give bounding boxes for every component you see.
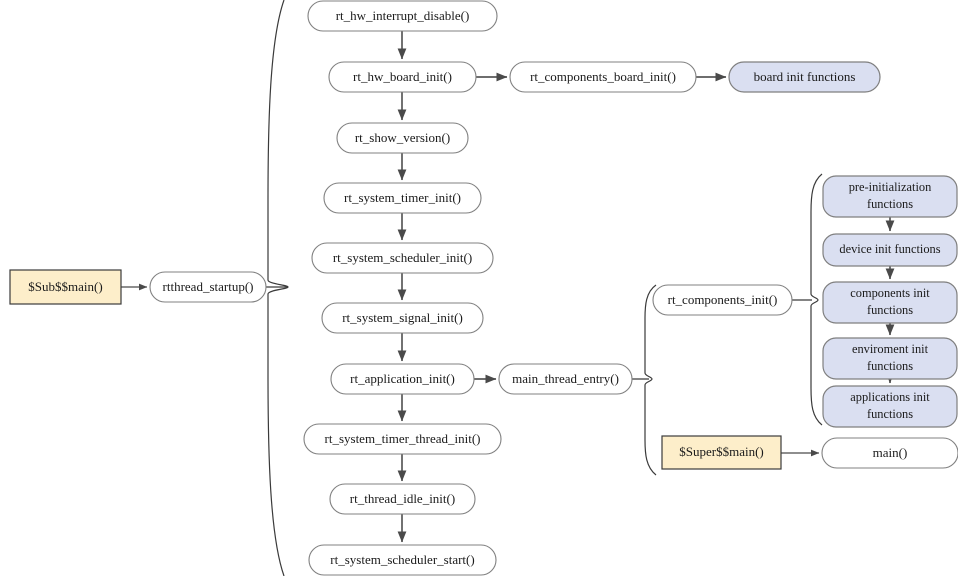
node-super-main-label: $Super$$main() [679, 444, 763, 459]
node-device-init-functions[interactable]: device init functions [822, 233, 958, 267]
node-rt-system-scheduler-start-label: rt_system_scheduler_start() [330, 552, 474, 567]
node-components-init-functions-label-line2: functions [867, 303, 913, 317]
node-main-thread-entry-label: main_thread_entry() [512, 371, 619, 386]
node-rt-hw-interrupt-disable-label: rt_hw_interrupt_disable() [336, 8, 470, 23]
node-device-init-functions-label: device init functions [839, 242, 940, 256]
node-rt-components-init[interactable]: rt_components_init() [652, 284, 793, 316]
node-main-function[interactable]: main() [821, 437, 958, 469]
brace-layer [267, 0, 823, 576]
node-rt-hw-interrupt-disable[interactable]: rt_hw_interrupt_disable() [307, 0, 498, 32]
node-sub-main-label: $Sub$$main() [28, 279, 102, 294]
node-rt-thread-idle-init[interactable]: rt_thread_idle_init() [329, 483, 476, 515]
node-applications-init-functions-label-line2: functions [867, 407, 913, 421]
node-rt-system-timer-init[interactable]: rt_system_timer_init() [323, 182, 482, 214]
node-enviroment-init-functions-label-line2: functions [867, 359, 913, 373]
node-rt-system-scheduler-init-label: rt_system_scheduler_init() [333, 250, 472, 265]
node-super-main[interactable]: $Super$$main() [661, 435, 782, 470]
node-pre-initialization-functions-label: pre-initialization [849, 180, 932, 194]
node-rt-system-scheduler-init[interactable]: rt_system_scheduler_init() [311, 242, 494, 274]
node-enviroment-init-functions-label: enviroment init [852, 342, 929, 356]
main-thread-brace [644, 284, 657, 476]
node-rt-application-init-label: rt_application_init() [350, 371, 455, 386]
startup-brace [267, 0, 289, 576]
node-applications-init-functions-label: applications init [850, 390, 930, 404]
node-applications-init-functions[interactable]: applications init functions [822, 385, 958, 428]
node-rt-system-timer-thread-init[interactable]: rt_system_timer_thread_init() [303, 423, 502, 455]
node-rt-system-timer-thread-init-label: rt_system_timer_thread_init() [325, 431, 481, 446]
node-sub-main[interactable]: $Sub$$main() [9, 269, 122, 305]
node-rt-components-board-init[interactable]: rt_components_board_init() [509, 61, 697, 93]
node-rt-show-version[interactable]: rt_show_version() [336, 122, 469, 154]
node-pre-initialization-functions-label-line2: functions [867, 197, 913, 211]
node-rt-show-version-label: rt_show_version() [355, 130, 450, 145]
node-rt-components-board-init-label: rt_components_board_init() [530, 69, 676, 84]
node-board-init-functions-label: board init functions [754, 69, 856, 84]
node-components-init-functions-label: components init [850, 286, 930, 300]
node-rt-components-init-label: rt_components_init() [668, 292, 778, 307]
node-rtthread-startup-label: rtthread_startup() [163, 279, 254, 294]
node-components-init-functions[interactable]: components init functions [822, 281, 958, 324]
node-rt-hw-board-init-label: rt_hw_board_init() [353, 69, 452, 84]
node-rtthread-startup[interactable]: rtthread_startup() [149, 271, 267, 303]
node-rt-thread-idle-init-label: rt_thread_idle_init() [350, 491, 455, 506]
node-rt-system-timer-init-label: rt_system_timer_init() [344, 190, 461, 205]
edge-layer [121, 31, 895, 543]
node-board-init-functions[interactable]: board init functions [728, 61, 881, 93]
node-enviroment-init-functions[interactable]: enviroment init functions [822, 337, 958, 380]
node-rt-system-signal-init-label: rt_system_signal_init() [342, 310, 463, 325]
node-rt-application-init[interactable]: rt_application_init() [330, 363, 475, 395]
node-main-thread-entry[interactable]: main_thread_entry() [498, 363, 633, 395]
components-brace [810, 173, 823, 426]
node-pre-initialization-functions[interactable]: pre-initialization functions [822, 175, 958, 218]
node-rt-system-scheduler-start[interactable]: rt_system_scheduler_start() [308, 544, 497, 576]
node-rt-hw-board-init[interactable]: rt_hw_board_init() [328, 61, 477, 93]
node-main-function-label: main() [873, 445, 908, 460]
node-rt-system-signal-init[interactable]: rt_system_signal_init() [321, 302, 484, 334]
